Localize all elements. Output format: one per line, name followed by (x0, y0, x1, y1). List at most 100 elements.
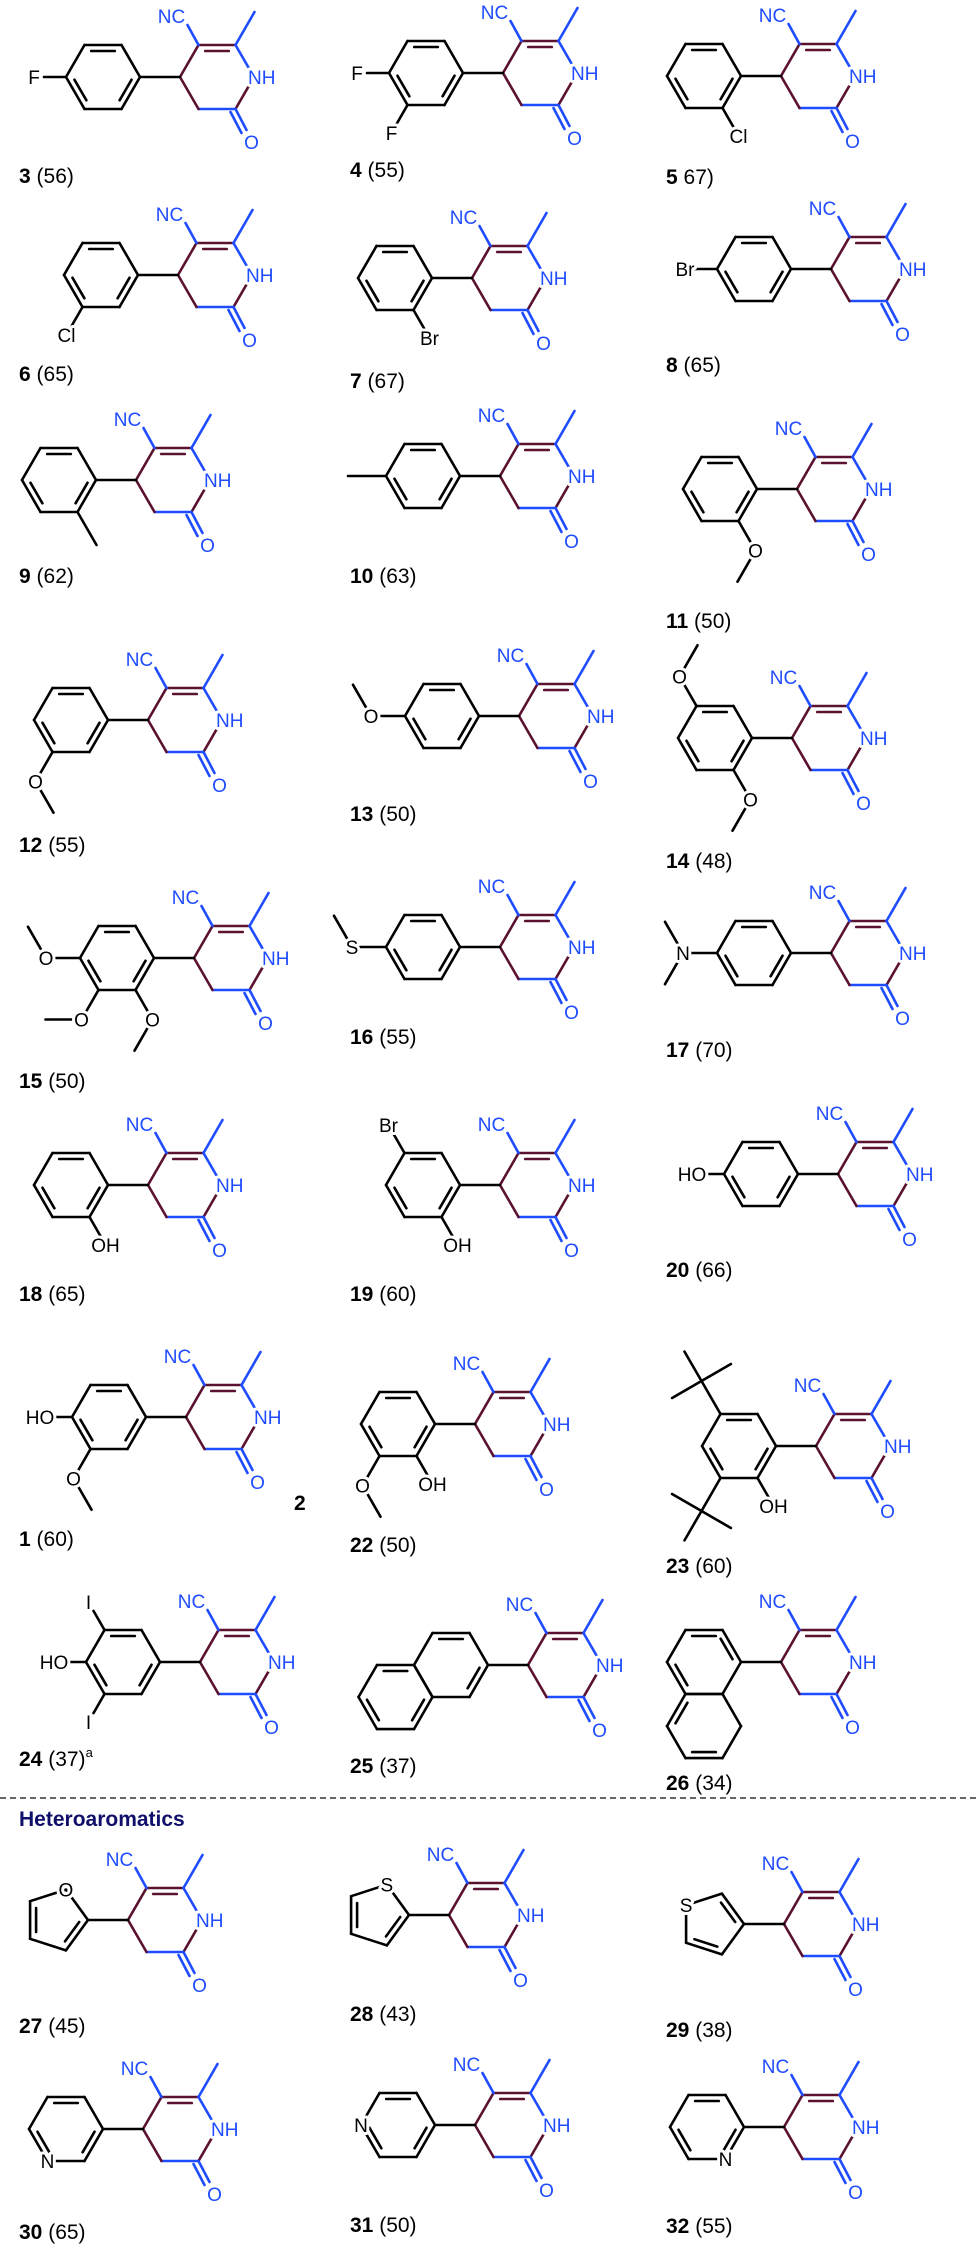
fused-ring-bond (357, 1663, 379, 1699)
substituent-bond (732, 768, 748, 794)
compound-label: 28 (43) (350, 2003, 417, 2026)
ring-bond (771, 919, 793, 955)
ring-bond (20, 478, 42, 514)
ring-bond (141, 2127, 163, 2163)
carbonyl-bond (234, 107, 248, 132)
ring-heteroatom-label: S (381, 1876, 394, 1897)
ring-bond (582, 1663, 604, 1699)
ring-bond (665, 1628, 687, 1664)
ring-bond (70, 1383, 92, 1419)
ring-bond (870, 1444, 892, 1480)
compound-yield: (60) (37, 1528, 74, 1551)
ring-bond (829, 235, 851, 271)
ring-bond (715, 951, 737, 987)
carbonyl-oxygen-label: O (258, 1014, 273, 1035)
nh-label: NH (262, 949, 289, 970)
compound-label: 16 (55) (350, 1026, 417, 1049)
nh-label: NH (211, 2120, 238, 2141)
ring-bond (134, 924, 156, 960)
double-bond-inner (674, 77, 689, 101)
carbonyl-bond (526, 308, 540, 333)
ring-bond (668, 2125, 690, 2161)
ring-bond (182, 1886, 204, 1922)
ring-bond (732, 704, 754, 740)
compound-yield: (50) (694, 610, 731, 633)
ring-bond (892, 1172, 914, 1208)
carbonyl-double-bond (524, 1457, 538, 1482)
aryl-ring-furan-2-yl: O (28, 1878, 90, 1952)
carbonyl-bond (835, 1692, 849, 1717)
substituent-bond (365, 1454, 381, 1480)
ring-bond (78, 924, 100, 960)
carbonyl-oxygen-label: O (212, 1241, 227, 1262)
methyl-bond (234, 10, 256, 47)
ring-bond (83, 2127, 105, 2163)
double-bond-inner (73, 78, 88, 102)
ring-bond (779, 1628, 801, 1664)
methyl-bond (573, 649, 595, 686)
compound-yield: (70) (695, 1039, 732, 1062)
carbonyl-oxygen-label: O (583, 772, 598, 793)
ring-bond (192, 924, 214, 960)
aryl-ring-phenyl: FF (348, 39, 465, 148)
substituent-bond (412, 308, 426, 331)
compound-yield: (56) (37, 165, 74, 188)
ring-bond (140, 1628, 162, 1664)
compound-number: 11 (666, 610, 689, 633)
carbonyl-oxygen-label: O (895, 325, 910, 346)
nitrile-label: NC (775, 419, 802, 440)
nh-label: NH (543, 2116, 570, 2137)
compound-number: 22 (350, 1534, 373, 1557)
tert-butyl-methyl-bond (700, 1509, 733, 1530)
methoxy-heteroatom-label: O (39, 949, 54, 970)
compound-number: 9 (19, 565, 31, 588)
nh-label: NH (865, 480, 892, 501)
nitrile-label: NC (794, 1376, 821, 1397)
double-bond-inner (410, 1698, 426, 1722)
compound-label: 1 (60) (19, 1528, 74, 1551)
carbonyl-double-bond (524, 2158, 538, 2183)
nh-label: NH (849, 1653, 876, 1674)
nitrile-bond (525, 662, 539, 686)
double-bond-inner (116, 276, 131, 300)
ring-bond (470, 276, 492, 312)
methoxy-heteroatom-label: O (66, 1470, 81, 1491)
nitrile-label: NC (158, 7, 185, 28)
section-title-heteroaromatics: Heteroaromatics (19, 1808, 185, 1831)
ring-bond (232, 241, 254, 277)
carbonyl-double-bond (830, 1695, 844, 1720)
methyl-bond (554, 1118, 576, 1155)
ring-bond (838, 1922, 860, 1958)
carbonyl-double-bond (177, 1953, 191, 1978)
nh-label: NH (587, 707, 614, 728)
double-bond-inner (769, 954, 784, 978)
double-bond-inner (384, 1915, 402, 1938)
ring-bond (197, 2095, 219, 2131)
ring-bond (415, 2091, 437, 2127)
ring-bond (473, 1422, 495, 1458)
tert-butyl-methyl-bond (670, 1492, 703, 1513)
methyl-bond (582, 1598, 604, 1635)
ring-bond (88, 1151, 110, 1187)
ring-bond (359, 1390, 381, 1426)
nitrile-bond (509, 19, 523, 43)
compound-label: 6 (65) (19, 363, 74, 386)
nitrile-label: NC (106, 1850, 133, 1871)
ring-bond (885, 919, 907, 955)
methyl-bond (835, 1595, 857, 1632)
carbonyl-bond (554, 506, 568, 531)
nitrile-label: NC (478, 1115, 505, 1136)
ring-bond (885, 235, 907, 271)
methoxy-heteroatom-label: O (145, 1011, 160, 1032)
methyl-bond (526, 211, 548, 248)
double-bond-inner (769, 270, 784, 294)
compound-number: 5 (666, 166, 678, 189)
double-bond-inner (36, 2130, 51, 2154)
aryl-ring-pyridin-2-yl: N (668, 2093, 746, 2174)
compound-yield: (55) (48, 834, 85, 857)
